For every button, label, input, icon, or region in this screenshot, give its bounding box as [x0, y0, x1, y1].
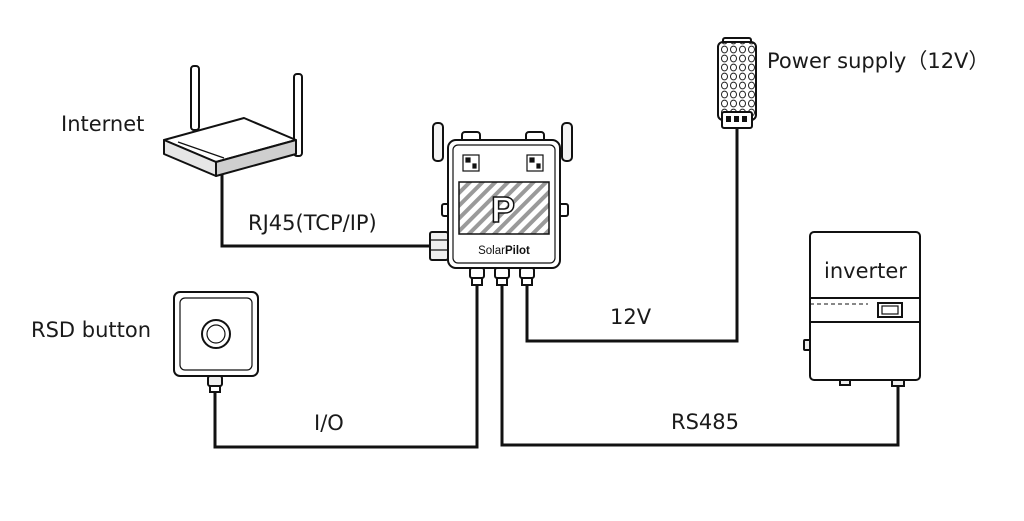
- antenna-left: [432, 122, 444, 162]
- label-io: I/O: [314, 411, 344, 435]
- label-rsd-button: RSD button: [31, 318, 152, 342]
- label-power-supply: Power supply（12V）: [767, 49, 990, 73]
- ethernet-port: [429, 231, 449, 261]
- qr-code-icon: [462, 154, 544, 172]
- label-12v: 12V: [610, 305, 652, 329]
- label-inverter: inverter: [824, 259, 907, 283]
- label-rj45: RJ45(TCP/IP): [248, 211, 377, 235]
- solarpilot-device: P SolarPilot: [429, 122, 573, 286]
- cables: [213, 128, 900, 449]
- cable-rj45: [220, 172, 432, 248]
- label-internet: Internet: [61, 112, 145, 136]
- brand-light: Solar: [478, 245, 505, 257]
- antenna-right: [561, 122, 573, 162]
- label-rs485: RS485: [671, 410, 740, 434]
- router-icon: [163, 65, 303, 177]
- cable-rs485: [500, 285, 900, 447]
- cable-glands: [469, 267, 535, 286]
- power-supply-icon: [717, 37, 757, 129]
- device-logo-letter: P: [491, 189, 515, 230]
- brand-bold: Pilot: [505, 245, 530, 257]
- rsd-button-icon: [173, 291, 259, 393]
- cable-io: [213, 285, 479, 449]
- cable-12v: [525, 128, 739, 343]
- inverter-icon: [803, 231, 921, 387]
- device-brand: SolarPilot: [478, 245, 530, 257]
